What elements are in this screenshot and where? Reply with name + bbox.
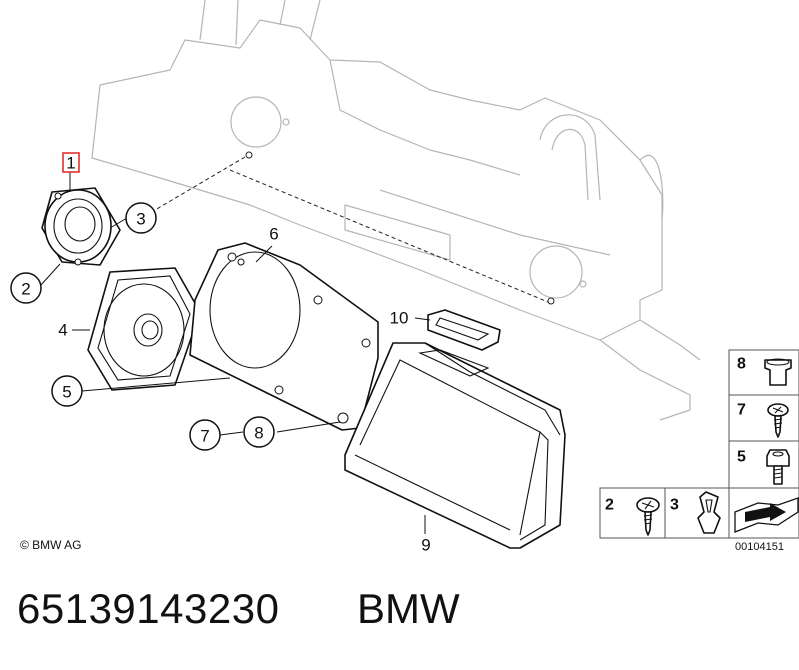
leader-lines xyxy=(39,172,431,534)
loudspeaker xyxy=(87,267,201,391)
callout-2: 2 xyxy=(21,280,30,299)
vehicle-body-outline xyxy=(91,0,701,421)
legend-item-7-label: 7 xyxy=(737,402,746,419)
legend-item-8-label: 8 xyxy=(737,356,746,373)
callout-3: 3 xyxy=(136,210,145,229)
speaker-enclosure xyxy=(344,342,566,549)
copyright-notice: © BMW AG xyxy=(20,538,82,552)
legend-item-2-label: 2 xyxy=(605,497,614,514)
callout-5-circle xyxy=(51,375,83,407)
mount-hole-upper xyxy=(245,151,253,159)
part-number: 65139143230 xyxy=(17,585,280,632)
hex-bolt-icon xyxy=(766,449,790,485)
alignment-line-upper xyxy=(154,156,246,211)
self-tapping-screw-icon xyxy=(636,497,660,536)
legend-item-5-label: 5 xyxy=(737,449,746,466)
callout-6: 6 xyxy=(269,225,278,244)
callout-2-circle xyxy=(10,272,42,304)
nut-insert-icon xyxy=(764,358,792,386)
diagram-id: 00104151 xyxy=(735,541,784,553)
callout-1: 1 xyxy=(66,154,75,173)
clip-nut-icon xyxy=(697,491,721,534)
tweeter-speaker xyxy=(41,187,121,266)
callout-7-circle xyxy=(189,419,221,451)
mount-hole-lower xyxy=(547,297,555,305)
callout-1-highlight-box xyxy=(62,152,80,173)
callout-8-circle xyxy=(243,416,275,448)
callout-9: 9 xyxy=(421,536,430,555)
legend-item-3-label: 3 xyxy=(670,497,679,514)
callout-3-circle xyxy=(125,202,157,234)
brand-name: BMW xyxy=(357,585,460,632)
mounting-direction-arrow-icon xyxy=(734,497,799,533)
callout-8: 8 xyxy=(254,424,263,443)
gasket xyxy=(427,309,501,351)
speaker-mounting-panel xyxy=(189,242,379,431)
callout-7: 7 xyxy=(200,427,209,446)
screw-icon xyxy=(767,403,789,438)
callout-10: 10 xyxy=(390,309,409,328)
callout-4: 4 xyxy=(58,321,67,340)
alignment-line-lower xyxy=(229,169,549,303)
callout-5: 5 xyxy=(62,383,71,402)
